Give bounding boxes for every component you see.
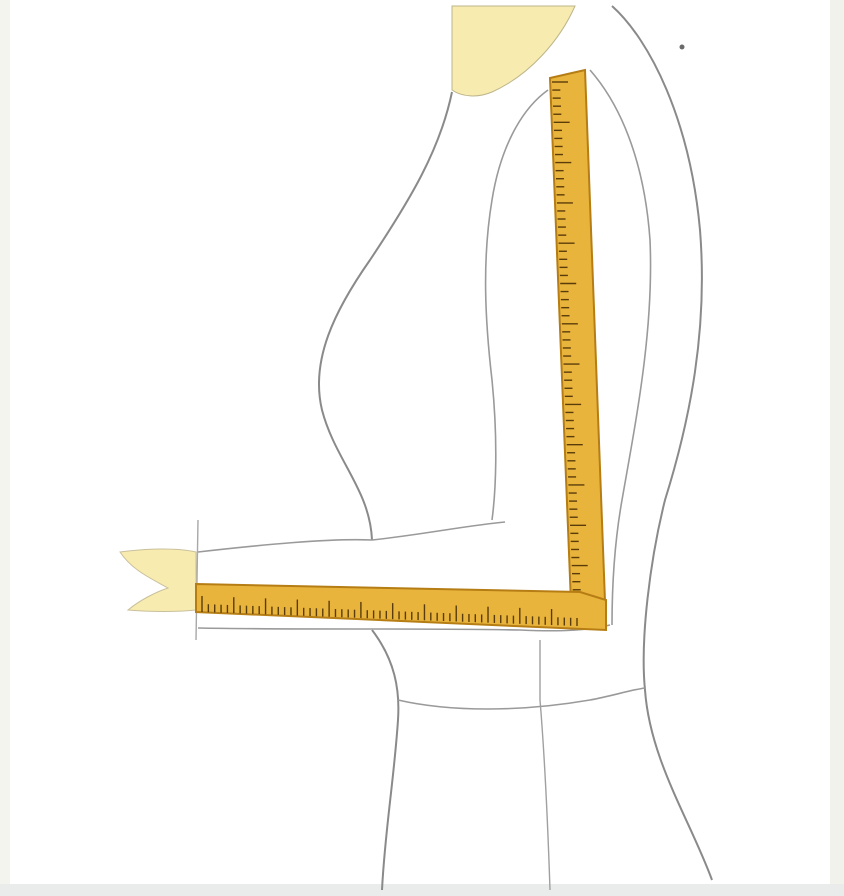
inner-elbow-line (372, 522, 505, 540)
upper-arm-front (486, 90, 548, 520)
hand-skin (120, 549, 196, 612)
speck-dot (680, 45, 685, 50)
lower-front-outline (372, 630, 398, 890)
front-outline (319, 92, 452, 540)
measuring-tape-horizontal (196, 584, 606, 630)
measuring-tape-vertical (550, 70, 606, 628)
waist-line (398, 688, 645, 709)
back-outline (612, 6, 712, 880)
forearm-top (198, 540, 372, 552)
side-seam (540, 640, 550, 890)
